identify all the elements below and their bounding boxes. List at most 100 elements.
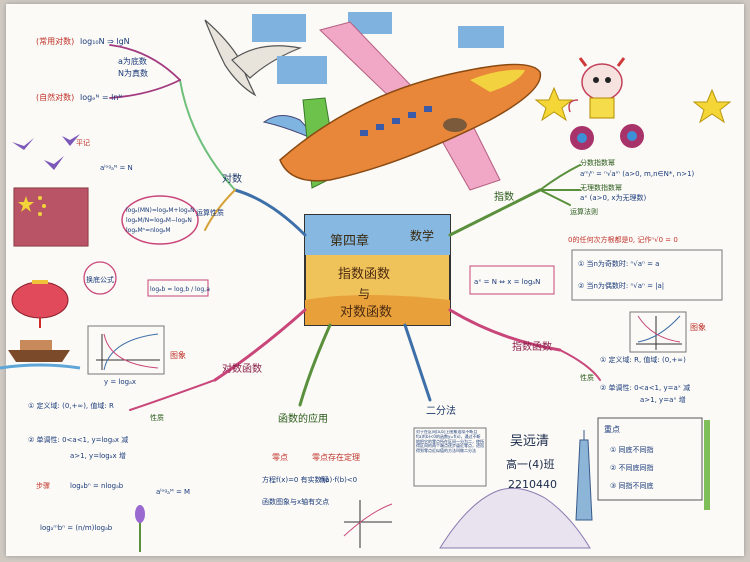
sub-branch-opsrule (539, 189, 571, 206)
sub-branch-log-def (179, 79, 236, 191)
logfunc-properties: ① 定义域: (0,+∞), 值域: R 性质 ② 单调性: 0<a<1, y=… (28, 401, 164, 460)
student-name: 吴远清 (510, 434, 549, 449)
log-identity: 平记 aˡᵒᵍₐᴺ = N (76, 139, 133, 172)
app-zero-cond: f(a)·f(b)<0 (320, 476, 357, 484)
bamboo-drawing (704, 420, 710, 510)
exp-frac-formula: aᵐ/ⁿ = ⁿ√aᵐ (a>0, m,n∈N*, n>1) (580, 170, 695, 178)
blue-cloud-4 (458, 26, 504, 48)
log-identity-formula: aˡᵒᵍₐᴺ = N (100, 164, 133, 172)
purple-bird-1 (12, 138, 34, 150)
expfunc-image-label: 图象 (690, 322, 706, 332)
bisect-text: 对于在区间[a,b]上图象连续不断且f(a)f(b)<0的函数y=f(x)，通过… (416, 430, 484, 454)
logfunc-domain: ① 定义域: (0,+∞), 值域: R (28, 401, 114, 410)
exp-irr-label: 无理数指数幂 (580, 183, 622, 192)
exp-roots: 0的任何次方根都是0, 记作ⁿ√0 = 0 ① 当n为奇数时: ⁿ√aⁿ = a… (568, 235, 723, 301)
label-logfunc: 对数函数 (222, 362, 262, 375)
sub-branch-frac (539, 164, 581, 191)
sub-branch-expprop (559, 349, 601, 381)
log-definitions: (常用对数) log₁₀N ⇒ lgN a为底数 N为真数 (自然对数) log… (36, 36, 148, 102)
bottom-left-notes: 步骤 logₐbⁿ = nlogₐb aˡᵒᵍₐᴹ = M logₐᵐbⁿ = … (36, 481, 190, 532)
ops-side-label: 运算性质 (196, 208, 224, 217)
sub-branch-common (109, 44, 181, 81)
app-section: 零点 零点存在定理 方程f(x)=0 有实数解 f(a)·f(b)<0 函数图象… (262, 452, 393, 548)
sub-branch-ops (204, 189, 236, 231)
blue-cloud-3 (348, 12, 392, 34)
bottom-line-1: logₐbⁿ = nlogₐb (70, 482, 124, 490)
true-label: N为真数 (118, 68, 148, 78)
blue-cloud-1 (252, 14, 306, 42)
star-left (534, 86, 574, 122)
key-item-3: ③ 同指不同底 (610, 481, 654, 490)
star-right (692, 88, 732, 124)
center-line-1: 指数函数 (338, 267, 390, 282)
app-zero-exist: 零点存在定理 (312, 452, 360, 462)
red-lantern (11, 280, 69, 328)
common-log-formula: log₁₀N ⇒ lgN (80, 37, 130, 46)
center-card: 第四章 数学 指数函数 与 对数函数 (304, 214, 451, 326)
bottom-line-3: logₐᵐbⁿ = (n/m)logₐb (40, 524, 113, 532)
tower-drawing (575, 430, 593, 521)
branch-log (233, 188, 307, 237)
plant-drawing (135, 505, 145, 552)
op-prop-3: logₐMⁿ=nlogₐM (126, 227, 171, 234)
logfunc-props-label: 性质 (150, 413, 164, 422)
natural-log-label: (自然对数) (36, 92, 74, 102)
expfunc-mono: ② 单调性: 0<a<1, y=aˣ 减 (600, 383, 690, 392)
mountain-sketch (439, 487, 591, 549)
key-title: 重点 (604, 424, 620, 434)
branch-bisect (403, 323, 432, 402)
exp-irr-formula: aˣ (a>0, x为无理数) (580, 193, 647, 202)
center-side: 数学 (410, 228, 434, 243)
bottom-title: 步骤 (36, 481, 50, 490)
key-item-2: ② 不同底同指 (610, 463, 654, 472)
label-expfunc: 指数函数 (512, 340, 552, 353)
exp-odd-rule: ① 当n为奇数时: ⁿ√aⁿ = a (578, 259, 659, 268)
change-base-box: 换底公式 logₐb = log꜀b / log꜀a (83, 261, 210, 297)
purple-bird-3 (62, 134, 80, 146)
logfunc-mono2: a>1, y=logₐx 增 (70, 451, 126, 460)
label-bisect: 二分法 (426, 404, 456, 417)
purple-bird-2 (44, 156, 64, 170)
label-log: 对数 (222, 172, 242, 185)
student-info: 吴远清 高一(4)班 2210440 (506, 434, 557, 491)
expfunc-props-label: 性质 (580, 373, 594, 382)
expfunc-properties: ① 定义域: R, 值域: (0,+∞) 性质 ② 单调性: 0<a<1, y=… (580, 355, 690, 404)
logfunc-graph: y = logₐx 图象 (87, 325, 186, 386)
app-zero-label: 零点 (272, 453, 288, 462)
exp-definitions: 分数指数幂 aᵐ/ⁿ = ⁿ√aᵐ (a>0, m,n∈N*, n>1) 无理数… (570, 158, 695, 216)
branch-logfunc (213, 308, 307, 382)
student-id: 2210440 (508, 478, 557, 491)
exp-log-relation: aˣ = N ⇔ x = logₐN (469, 265, 555, 295)
center-line-2: 与 (358, 287, 370, 301)
ops-properties-box: logₐ(MN)=logₐM+logₐN logₐM/N=logₐM−logₐN… (121, 195, 224, 245)
log-memo: 平记 (76, 139, 90, 147)
branch-expfunc (448, 308, 562, 352)
logfunc-image-label: 图象 (170, 350, 186, 360)
expfunc-mono2: a>1, y=aˣ 增 (640, 395, 686, 404)
change-base-label: 换底公式 (86, 275, 114, 284)
logfunc-formula: y = logₐx (104, 378, 136, 386)
label-exp: 指数 (494, 190, 514, 203)
flower-drawings (570, 124, 644, 150)
app-zero-desc: 方程f(x)=0 有实数解 (262, 475, 329, 484)
op-prop-1: logₐ(MN)=logₐM+logₐN (126, 207, 195, 214)
center-chapter: 第四章 (330, 233, 369, 249)
sub-branch-natural (109, 79, 181, 99)
common-log-label: (常用对数) (36, 36, 74, 46)
airplane-drawing (262, 21, 542, 191)
exp-even-rule: ② 当n为偶数时: ⁿ√aⁿ = |a| (578, 281, 664, 290)
exp-ops-label: 运算法则 (570, 207, 598, 216)
expfunc-domain: ① 定义域: R, 值域: (0,+∞) (600, 355, 686, 364)
sub-branch-logprop (129, 379, 216, 411)
exp-frac-label: 分数指数幂 (580, 158, 615, 167)
app-zero-curve (343, 503, 393, 537)
exp-zero-rule: 0的任何次方根都是0, 记作ⁿ√0 = 0 (568, 235, 678, 244)
base-label: a为底数 (118, 56, 147, 66)
app-graph: 函数图象与x轴有交点 (262, 497, 329, 506)
blue-cloud-2 (277, 56, 327, 84)
flag-drawing (13, 187, 89, 247)
bisect-box: 对于在区间[a,b]上图象连续不断且f(a)f(b)<0的函数y=f(x)，通过… (413, 427, 487, 487)
branch-exp (448, 188, 542, 237)
key-item-1: ① 同底不同指 (610, 445, 654, 454)
natural-log-formula: logₑᴺ = lnᴺ (80, 93, 122, 102)
